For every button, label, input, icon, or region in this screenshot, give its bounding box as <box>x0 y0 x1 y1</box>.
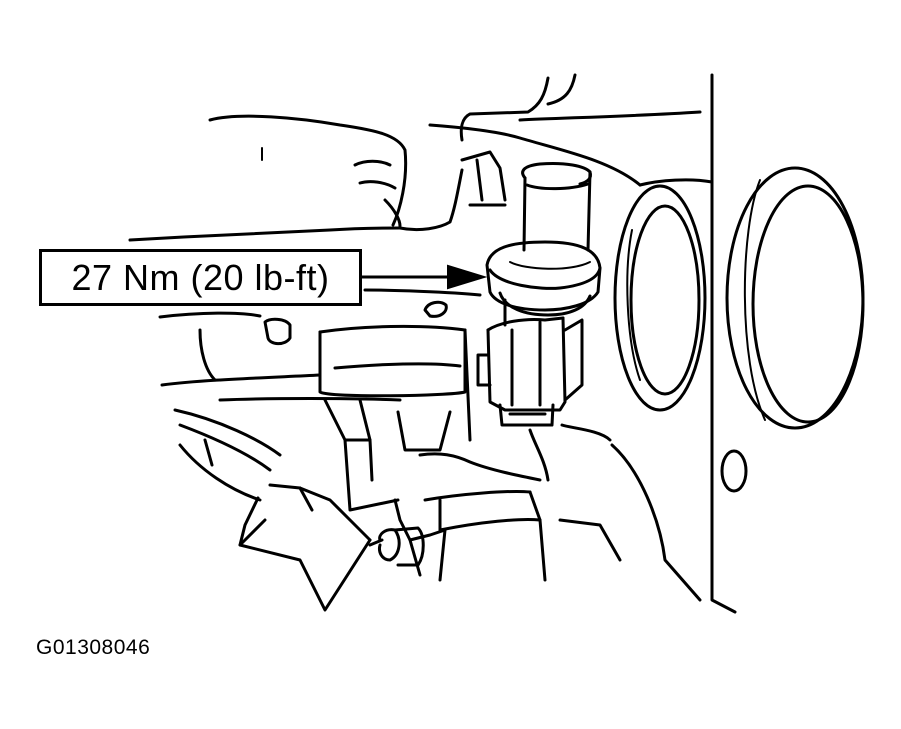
callout-leader-arrow <box>360 264 488 290</box>
engine-block <box>428 73 737 614</box>
oval-port <box>613 184 707 412</box>
lower-bracket <box>393 489 622 582</box>
circular-port <box>725 166 865 430</box>
wire-harness <box>178 443 425 612</box>
lower-casting <box>160 300 542 512</box>
small-hole <box>720 449 748 493</box>
upper-housing <box>128 114 507 319</box>
torque-spec-label: 27 Nm (20 lb-ft) <box>71 256 330 298</box>
arrow-head <box>447 264 488 290</box>
figure-id-label: G01308046 <box>36 636 151 659</box>
torque-callout-box: 27 Nm (20 lb-ft) <box>39 249 362 306</box>
oil-pressure-switch <box>476 162 602 427</box>
